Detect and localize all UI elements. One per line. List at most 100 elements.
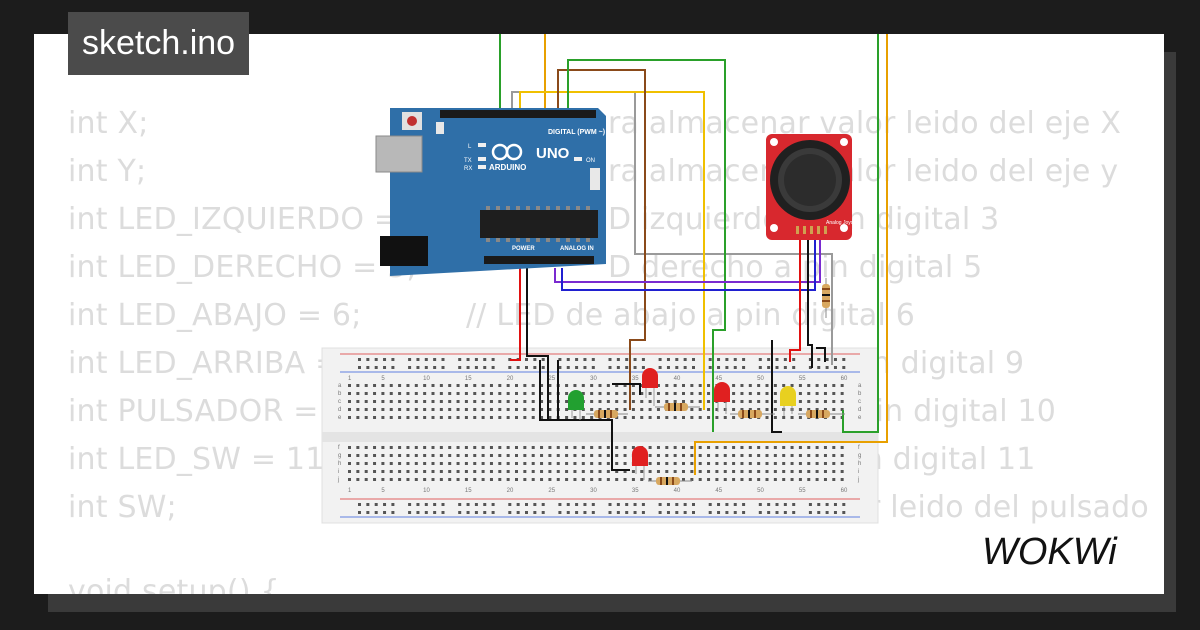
breadboard-hole[interactable] (842, 511, 846, 514)
breadboard-hole[interactable] (615, 446, 619, 449)
breadboard-hole[interactable] (631, 470, 635, 473)
breadboard-hole[interactable] (707, 416, 711, 419)
breadboard-hole[interactable] (525, 511, 528, 514)
breadboard-hole[interactable] (682, 400, 685, 403)
breadboard-hole[interactable] (782, 416, 786, 419)
breadboard-hole[interactable] (715, 408, 719, 411)
breadboard-hole[interactable] (625, 511, 629, 514)
breadboard-hole[interactable] (658, 511, 662, 514)
breadboard-hole[interactable] (423, 416, 427, 419)
breadboard-hole[interactable] (548, 462, 552, 465)
breadboard-hole[interactable] (374, 511, 378, 514)
breadboard-hole[interactable] (767, 358, 771, 361)
breadboard-hole[interactable] (473, 462, 477, 465)
breadboard-hole[interactable] (573, 478, 577, 481)
breadboard-hole[interactable] (808, 358, 812, 361)
breadboard-hole[interactable] (540, 416, 544, 419)
breadboard-hole[interactable] (715, 416, 719, 419)
breadboard-hole[interactable] (690, 470, 694, 473)
breadboard-hole[interactable] (623, 408, 627, 411)
breadboard-hole[interactable] (775, 358, 779, 361)
breadboard-hole[interactable] (825, 503, 829, 506)
breadboard-hole[interactable] (767, 366, 771, 369)
breadboard-hole[interactable] (525, 366, 528, 369)
breadboard-hole[interactable] (757, 446, 761, 449)
breadboard-hole[interactable] (398, 408, 402, 411)
breadboard-hole[interactable] (798, 384, 802, 387)
breadboard-hole[interactable] (506, 470, 510, 473)
breadboard-hole[interactable] (408, 366, 412, 369)
breadboard-hole[interactable] (598, 384, 602, 387)
breadboard-hole[interactable] (398, 400, 402, 403)
wire-black-2[interactable] (557, 360, 630, 471)
wire-black-3[interactable] (612, 383, 641, 395)
breadboard-hole[interactable] (807, 478, 811, 481)
breadboard-hole[interactable] (665, 416, 669, 419)
breadboard-hole[interactable] (474, 511, 478, 514)
breadboard-hole[interactable] (548, 470, 552, 473)
breadboard-hole[interactable] (398, 392, 402, 395)
breadboard-hole[interactable] (732, 454, 736, 457)
breadboard-hole[interactable] (823, 392, 827, 395)
breadboard-hole[interactable] (448, 454, 452, 457)
breadboard-hole[interactable] (757, 408, 761, 411)
breadboard-hole[interactable] (631, 400, 635, 403)
breadboard-hole[interactable] (431, 416, 435, 419)
breadboard-hole[interactable] (373, 408, 377, 411)
breadboard-hole[interactable] (364, 416, 368, 419)
wire-black-joy[interactable] (807, 232, 813, 368)
breadboard-hole[interactable] (640, 408, 644, 411)
breadboard-hole[interactable] (817, 503, 821, 506)
breadboard-hole[interactable] (598, 408, 602, 411)
breadboard-hole[interactable] (673, 400, 677, 403)
breadboard-hole[interactable] (466, 366, 470, 369)
wire-red[interactable] (510, 268, 521, 361)
led-red[interactable] (632, 446, 648, 480)
breadboard-hole[interactable] (531, 400, 535, 403)
breadboard-hole[interactable] (773, 446, 777, 449)
breadboard-hole[interactable] (466, 358, 470, 361)
breadboard-hole[interactable] (690, 478, 694, 481)
breadboard-hole[interactable] (765, 408, 769, 411)
breadboard-hole[interactable] (506, 416, 510, 419)
breadboard-hole[interactable] (732, 462, 736, 465)
breadboard-hole[interactable] (732, 446, 736, 449)
wire-purple[interactable] (554, 232, 821, 283)
breadboard-hole[interactable] (558, 358, 562, 361)
breadboard-hole[interactable] (715, 454, 719, 457)
breadboard-hole[interactable] (448, 478, 452, 481)
breadboard-hole[interactable] (439, 462, 443, 465)
breadboard-hole[interactable] (506, 462, 510, 465)
breadboard-hole[interactable] (473, 454, 477, 457)
breadboard-hole[interactable] (707, 408, 711, 411)
breadboard-hole[interactable] (833, 503, 837, 506)
breadboard-hole[interactable] (808, 366, 812, 369)
breadboard-hole[interactable] (389, 384, 393, 387)
breadboard-hole[interactable] (398, 462, 402, 465)
breadboard-hole[interactable] (473, 392, 477, 395)
breadboard-hole[interactable] (825, 511, 829, 514)
breadboard-hole[interactable] (423, 400, 427, 403)
breadboard-hole[interactable] (690, 454, 694, 457)
breadboard-hole[interactable] (581, 446, 585, 449)
breadboard-hole[interactable] (381, 462, 385, 465)
breadboard-hole[interactable] (366, 511, 370, 514)
breadboard-hole[interactable] (523, 392, 527, 395)
breadboard-hole[interactable] (742, 358, 746, 361)
breadboard-hole[interactable] (840, 462, 844, 465)
wire-black-gnd[interactable] (526, 268, 549, 420)
breadboard-hole[interactable] (541, 366, 545, 369)
breadboard-hole[interactable] (682, 416, 685, 419)
breadboard-hole[interactable] (656, 416, 660, 419)
breadboard-hole[interactable] (398, 478, 402, 481)
breadboard-hole[interactable] (556, 446, 560, 449)
breadboard-hole[interactable] (715, 446, 719, 449)
breadboard-hole[interactable] (348, 454, 351, 457)
breadboard-hole[interactable] (498, 408, 502, 411)
resistor[interactable] (648, 477, 692, 485)
breadboard-hole[interactable] (474, 503, 478, 506)
breadboard-hole[interactable] (665, 462, 669, 465)
breadboard-hole[interactable] (823, 462, 827, 465)
breadboard-hole[interactable] (708, 511, 712, 514)
breadboard-hole[interactable] (389, 392, 393, 395)
